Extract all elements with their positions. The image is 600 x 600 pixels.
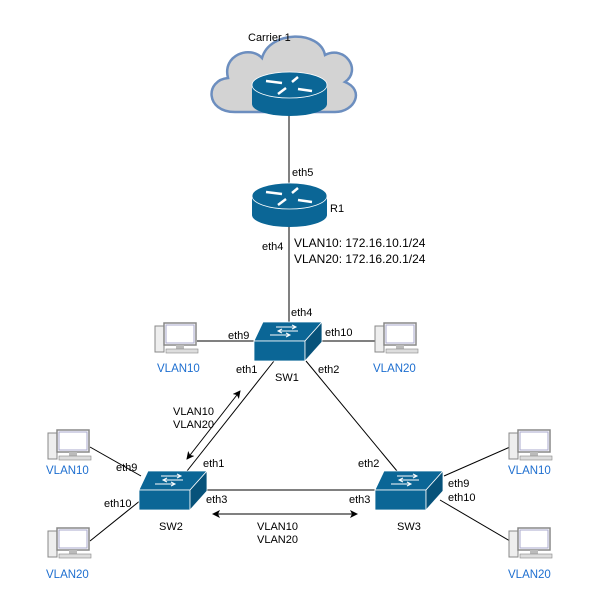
sw2-label: SW2 (159, 521, 183, 533)
pc-icon[interactable] (47, 429, 92, 461)
pc-icon[interactable] (508, 527, 553, 559)
carrier-router-icon (250, 70, 329, 118)
port-label: eth1 (203, 458, 224, 470)
sw3-switch-icon[interactable] (374, 470, 444, 511)
vlan-label: VLAN10 (46, 465, 89, 477)
pc-icon[interactable] (47, 527, 92, 559)
pc-icon[interactable] (508, 429, 553, 461)
sw3-label: SW3 (397, 521, 421, 533)
port-label: eth3 (206, 494, 227, 506)
link-sw3-pc-vlan10 (443, 446, 511, 477)
vlan-label: VLAN20 (46, 569, 89, 581)
r1-label: R1 (330, 203, 344, 215)
port-label: eth4 (262, 241, 283, 253)
vlan-label: VLAN20 (508, 569, 551, 581)
port-label: eth9 (116, 462, 137, 474)
vlan-label: VLAN10 (508, 465, 551, 477)
vlan-label: VLAN20 (373, 363, 416, 375)
r1-router-icon[interactable] (250, 181, 329, 229)
port-label: eth5 (292, 167, 313, 179)
pc-icon[interactable] (154, 322, 199, 354)
port-label: eth1 (236, 364, 257, 376)
trunk-vlan-label: VLAN20 (257, 534, 298, 546)
link-sw2-pc-vlan20 (89, 499, 142, 542)
port-label: eth4 (291, 307, 312, 319)
port-label: eth2 (318, 364, 339, 376)
link-sw3-pc-vlan20 (439, 499, 511, 542)
port-label: eth10 (448, 492, 476, 504)
r1-vlan10-ip: VLAN10: 172.16.10.1/24 (294, 236, 426, 250)
port-label: eth10 (325, 327, 353, 339)
trunk-vlan-label: VLAN20 (173, 419, 214, 431)
link-sw2-pc-vlan10 (89, 446, 142, 477)
sw1-switch-icon[interactable] (253, 321, 323, 362)
sw2-switch-icon[interactable] (138, 470, 208, 511)
vlan-label: VLAN10 (157, 363, 200, 375)
port-label: eth9 (448, 478, 469, 490)
port-label: eth10 (104, 498, 132, 510)
trunk-vlan-label: VLAN10 (173, 406, 214, 418)
port-label: eth9 (228, 330, 249, 342)
r1-vlan20-ip: VLAN20: 172.16.20.1/24 (294, 252, 426, 266)
sw1-label: SW1 (275, 372, 299, 384)
trunk-vlan-label: VLAN10 (257, 521, 298, 533)
pc-icon[interactable] (374, 322, 419, 354)
carrier-label: Carrier 1 (248, 32, 291, 44)
trunk-arrow-sw1-sw2 (186, 390, 241, 460)
port-label: eth2 (358, 458, 379, 470)
port-label: eth3 (349, 494, 370, 506)
link-sw1-sw3 (305, 360, 398, 472)
